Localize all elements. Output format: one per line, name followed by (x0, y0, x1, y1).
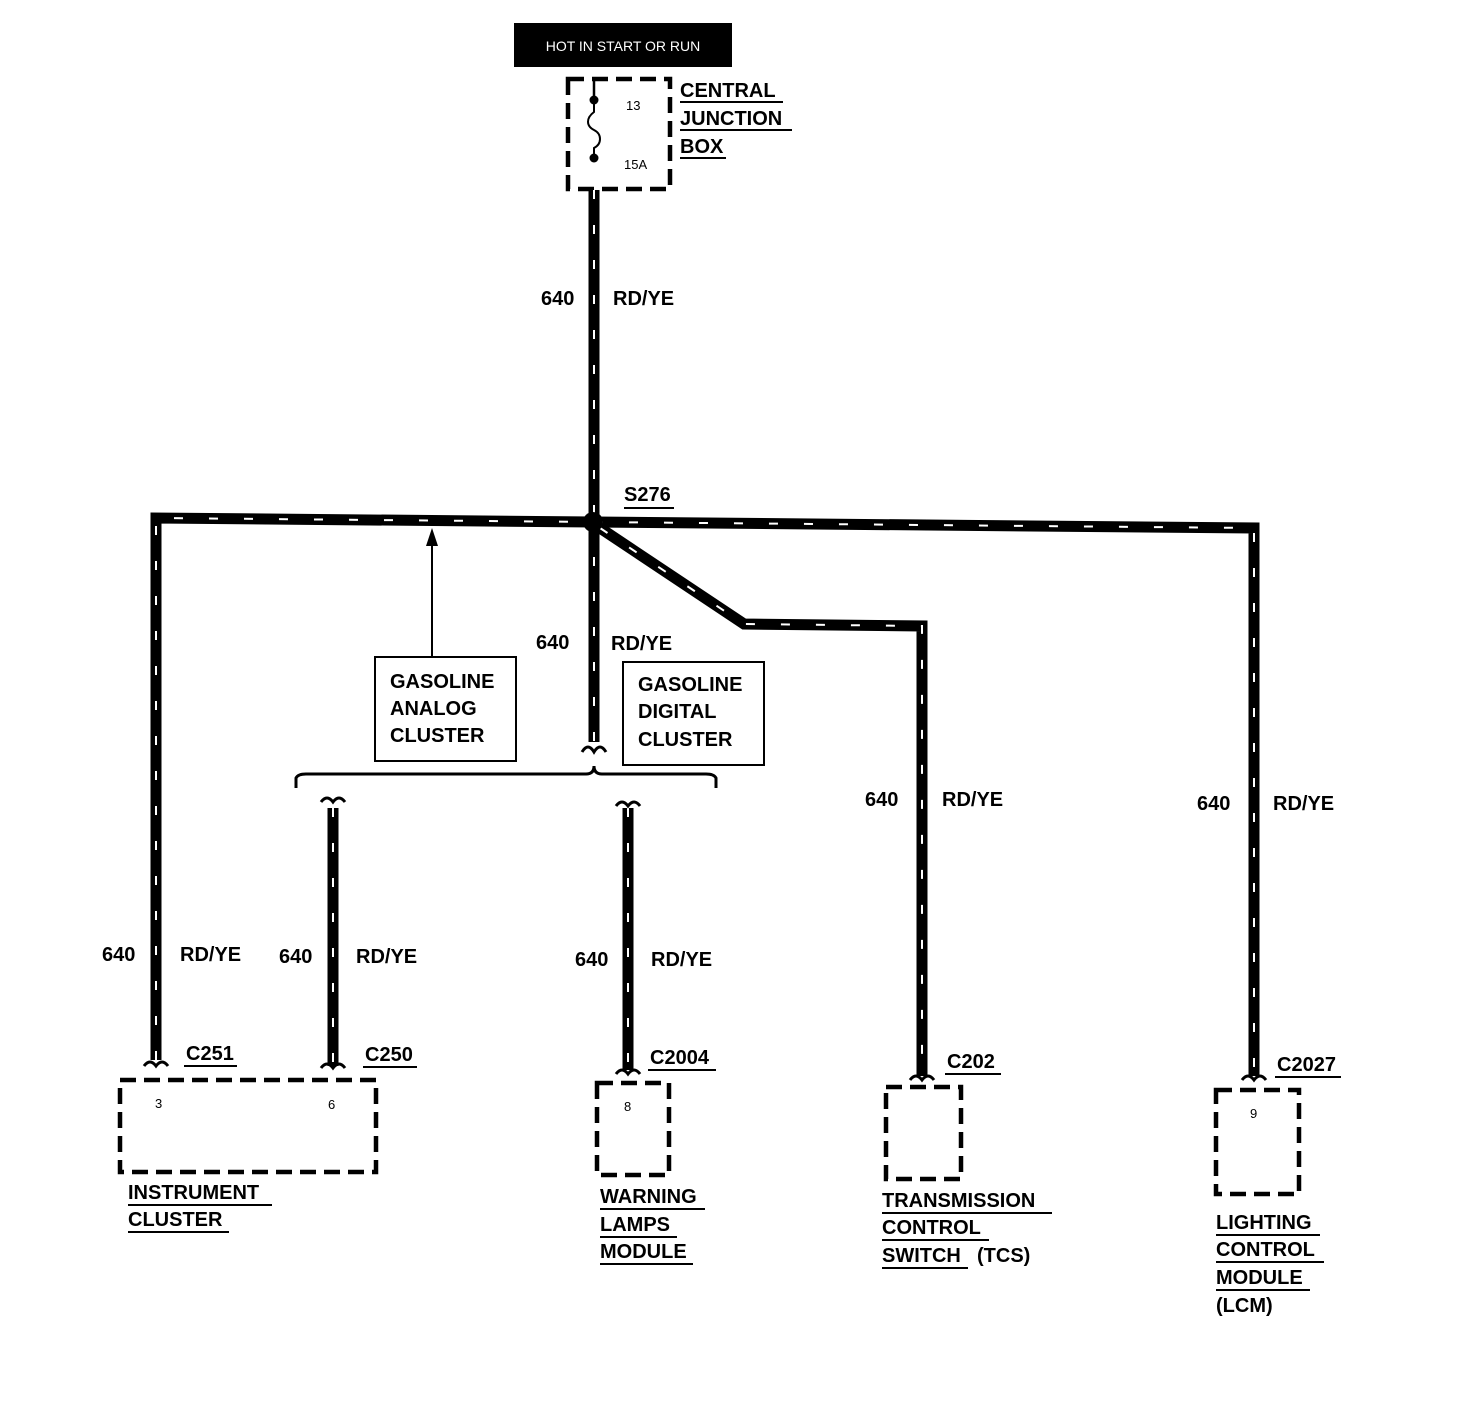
terminal-cluster-feed (580, 745, 608, 755)
wire-labels: 640 RD/YE 640 RD/YE 640 RD/YE 640 RD/YE … (102, 288, 1334, 971)
junction-box-label-line2: JUNCTION (680, 108, 782, 130)
fuse-rating: 15A (624, 157, 647, 172)
svg-text:CLUSTER: CLUSTER (390, 725, 485, 747)
svg-text:CONTROL: CONTROL (882, 1217, 981, 1239)
connector-c250: C250 (365, 1044, 413, 1066)
option-brace (294, 765, 718, 788)
wire-color-label: RD/YE (356, 946, 417, 968)
callout-gasoline-analog: GASOLINE ANALOG CLUSTER (374, 528, 517, 762)
wire-circuit-label: 640 (1197, 793, 1230, 815)
pin-9: 9 (1250, 1106, 1257, 1121)
pin-8: 8 (624, 1099, 631, 1114)
connector-c202: C202 (947, 1051, 995, 1073)
terminal-c250 (319, 1062, 347, 1071)
wire-color-label: RD/YE (613, 288, 674, 310)
tcs-abbr: (TCS) (977, 1245, 1030, 1267)
connector-c251: C251 (186, 1043, 234, 1065)
instrument-cluster: C251 C250 3 6 INSTRUMENT CLUSTER (117, 1043, 417, 1233)
svg-text:GASOLINE: GASOLINE (390, 671, 494, 693)
connector-c2027: C2027 (1277, 1054, 1336, 1076)
terminal-c250-top (319, 796, 347, 805)
power-source-label: HOT IN START OR RUN (546, 38, 701, 54)
svg-text:TRANSMISSION: TRANSMISSION (882, 1190, 1035, 1212)
splice-s276: S276 (583, 484, 674, 532)
pin-6: 6 (328, 1097, 335, 1112)
svg-text:GASOLINE: GASOLINE (638, 674, 742, 696)
svg-text:CONTROL: CONTROL (1216, 1239, 1315, 1261)
wire-color-label: RD/YE (180, 944, 241, 966)
lighting-control-module: C2027 9 LIGHTING CONTROL MODULE (LCM) (1213, 1054, 1341, 1317)
svg-text:INSTRUMENT: INSTRUMENT (128, 1182, 259, 1204)
svg-text:SWITCH: SWITCH (882, 1245, 961, 1267)
connector-terminals (142, 745, 1268, 1083)
wire-circuit-label: 640 (536, 632, 569, 654)
svg-text:WARNING: WARNING (600, 1186, 697, 1208)
wire-color-label: RD/YE (1273, 793, 1334, 815)
svg-text:MODULE: MODULE (1216, 1267, 1303, 1289)
terminal-c251 (142, 1060, 170, 1069)
wire-circuit-label: 640 (279, 946, 312, 968)
svg-text:CLUSTER: CLUSTER (638, 729, 733, 751)
wire-color-label: RD/YE (942, 789, 1003, 811)
wire-circuit-label: 640 (865, 789, 898, 811)
wire-stripes (155, 190, 1255, 1076)
splice-label: S276 (624, 484, 671, 506)
wires (150, 190, 1260, 1076)
terminal-c2027 (1240, 1074, 1268, 1083)
power-source-header: HOT IN START OR RUN (514, 23, 732, 67)
central-junction-box: 13 15A CENTRAL JUNCTION BOX (565, 76, 792, 192)
svg-text:DIGITAL: DIGITAL (638, 701, 717, 723)
wire-circuit-label: 640 (102, 944, 135, 966)
svg-text:LAMPS: LAMPS (600, 1214, 670, 1236)
connector-c2004: C2004 (650, 1047, 710, 1069)
pin-3: 3 (155, 1096, 162, 1111)
svg-text:CLUSTER: CLUSTER (128, 1209, 223, 1231)
lcm-abbr: (LCM) (1216, 1295, 1273, 1317)
svg-text:ANALOG: ANALOG (390, 698, 477, 720)
terminal-c202 (908, 1074, 936, 1083)
warning-lamps-module: C2004 8 WARNING LAMPS MODULE (594, 1047, 716, 1265)
callout-gasoline-digital: GASOLINE DIGITAL CLUSTER (622, 661, 765, 766)
wire-tcs-branch (596, 523, 928, 1076)
wire-color-label: RD/YE (611, 633, 672, 655)
svg-text:LIGHTING: LIGHTING (1216, 1212, 1312, 1234)
wire-circuit-label: 640 (541, 288, 574, 310)
fuse-icon (587, 100, 601, 158)
terminal-c2004 (614, 1068, 642, 1077)
junction-box-label-line1: CENTRAL (680, 80, 776, 102)
fuse-number: 13 (626, 98, 640, 113)
terminal-c2004-top (614, 800, 642, 809)
transmission-control-switch: C202 TRANSMISSION CONTROL SWITCH (TCS) (882, 1051, 1052, 1269)
wire-circuit-label: 640 (575, 949, 608, 971)
wire-color-label: RD/YE (651, 949, 712, 971)
svg-text:MODULE: MODULE (600, 1241, 687, 1263)
junction-box-label-line3: BOX (680, 136, 724, 158)
arrow-icon (426, 528, 438, 546)
